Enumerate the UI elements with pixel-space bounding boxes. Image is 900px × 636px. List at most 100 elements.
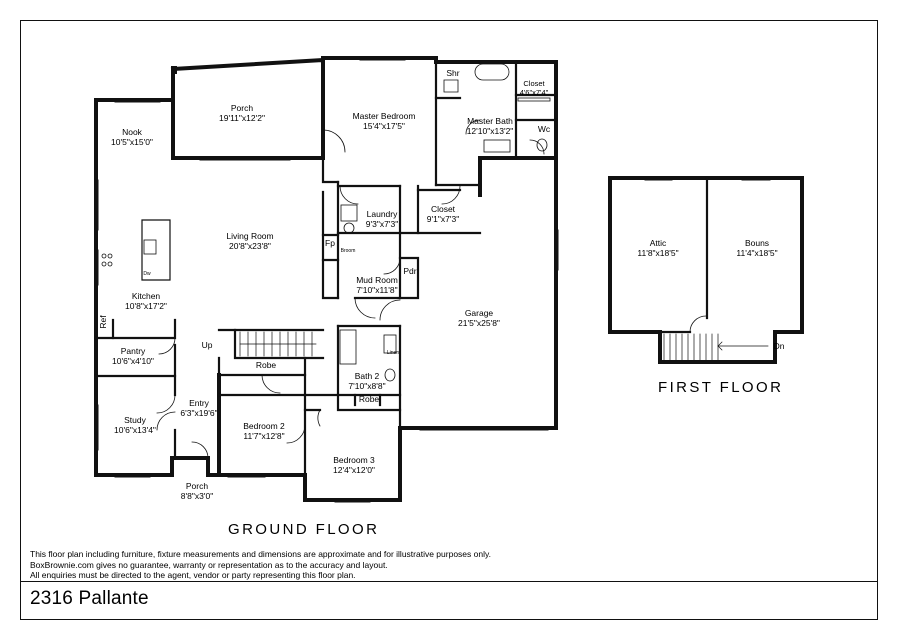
- footer-divider: [20, 581, 878, 582]
- room-kitchen: Kitchen 10'8"x17'2": [125, 291, 167, 311]
- first-floor-stairs: [663, 333, 769, 361]
- room-name: Wc: [537, 124, 551, 134]
- room-dim: 11'7"x12'8": [243, 431, 285, 441]
- room-name: Robe: [358, 394, 380, 404]
- room-closet: Closet 9'1"x7'3": [427, 204, 459, 224]
- room-dim: 11'8"x18'5": [637, 248, 679, 258]
- room-name: Fp: [325, 238, 335, 248]
- room-closet-master: Closet 4'6"x7'4": [520, 79, 549, 97]
- room-dim: 6'3"x19'6": [180, 408, 218, 418]
- sheet-border: [20, 20, 878, 620]
- room-dw: Dw: [143, 271, 150, 277]
- corner-post: [171, 66, 177, 74]
- room-name: Up: [201, 340, 213, 350]
- room-pantry: Pantry 10'6"x4'10": [112, 346, 154, 366]
- room-wc: Wc: [538, 124, 550, 134]
- room-dim: 7'10"x8'8": [348, 381, 386, 391]
- room-name: Porch: [185, 481, 209, 491]
- room-bouns: Bouns 11'4"x18'5": [736, 238, 777, 258]
- room-dim: 9'1"x7'3": [426, 214, 460, 224]
- room-porch-back: Porch 19'11"x12'2": [219, 103, 265, 123]
- room-dim: 21'5"x25'8": [458, 318, 500, 328]
- room-linen: Linen: [387, 350, 399, 356]
- room-name: Master Bedroom: [352, 111, 416, 121]
- room-pdr: Pdr: [403, 266, 416, 276]
- room-name: Closet: [430, 204, 456, 214]
- room-dim: 10'8"x17'2": [125, 301, 167, 311]
- disclaimer-line: BoxBrownie.com gives no guarantee, warra…: [30, 559, 388, 570]
- room-fp: Fp: [325, 238, 335, 248]
- ground-floor-windows: [94, 56, 559, 503]
- disclaimer-text: This floor plan including furniture, fix…: [30, 549, 491, 581]
- room-name: Bath 2: [354, 371, 380, 381]
- room-name: Kitchen: [131, 291, 161, 301]
- property-address: 2316 Pallante: [30, 588, 149, 609]
- room-porch-front: Porch 8'8"x3'0": [181, 481, 213, 501]
- room-name: Garage: [464, 308, 494, 318]
- room-up: Up: [202, 340, 213, 350]
- disclaimer-line: All enquiries must be directed to the ag…: [30, 570, 356, 580]
- ground-floor-title: GROUND FLOOR: [228, 521, 380, 538]
- ground-floor-stairs: [239, 331, 317, 357]
- room-name: Shr: [446, 68, 460, 78]
- room-name: Study: [124, 415, 146, 425]
- room-nook: Nook 10'5"x15'0": [111, 127, 153, 147]
- room-robe-1: Robe: [256, 360, 276, 370]
- room-garage: Garage 21'5"x25'8": [458, 308, 500, 328]
- room-name: Robe: [255, 360, 277, 370]
- room-master-bath: Master Bath 12'10"x13'2": [467, 116, 514, 136]
- room-dim: 15'4"x17'5": [363, 121, 405, 131]
- room-dim: 8'8"x3'0": [180, 491, 214, 501]
- room-dim: 10'6"x4'10": [112, 356, 154, 366]
- room-broom: Broom: [341, 248, 356, 254]
- room-living-room: Living Room 20'8"x23'8": [226, 231, 273, 251]
- room-robe-2: Robe: [359, 394, 379, 404]
- room-dn: Dn: [774, 341, 785, 351]
- room-bath-2: Bath 2 7'10"x8'8": [348, 371, 385, 391]
- room-name: Nook: [122, 127, 142, 137]
- room-name: Closet: [523, 79, 545, 88]
- room-name: Bedroom 3: [333, 455, 375, 465]
- room-name: Porch: [230, 103, 254, 113]
- room-shower: Shr: [446, 68, 459, 78]
- room-dim: 12'4"x12'0": [333, 465, 375, 475]
- room-study: Study 10'6"x13'4": [114, 415, 156, 435]
- room-dim: 9'3"x7'3": [365, 219, 399, 229]
- disclaimer-line: This floor plan including furniture, fix…: [30, 549, 491, 559]
- room-dim: 7'10"x11'8": [356, 285, 398, 295]
- room-name: Pantry: [120, 346, 146, 356]
- room-name: Bouns: [744, 238, 770, 248]
- first-floor-interior-walls: [658, 176, 709, 334]
- room-laundry: Laundry 9'3"x7'3": [366, 209, 398, 229]
- room-mud-room: Mud Room 7'10"x11'8": [356, 275, 398, 295]
- ground-floor-exterior-walls: [94, 56, 558, 502]
- room-name: Mud Room: [356, 275, 398, 285]
- room-dim: 12'10"x13'2": [466, 126, 514, 136]
- ground-floor-interior-walls: [94, 56, 558, 477]
- room-bedroom-2: Bedroom 2 11'7"x12'8": [243, 421, 285, 441]
- room-name: Ref: [98, 315, 108, 329]
- room-name: Pdr: [403, 266, 417, 276]
- room-dim: 11'4"x18'5": [736, 248, 778, 258]
- first-floor-windows: [644, 176, 771, 181]
- room-dim: 10'5"x15'0": [111, 137, 153, 147]
- first-floor-title: FIRST FLOOR: [658, 379, 784, 396]
- ground-floor-doors: [156, 119, 545, 459]
- room-dim: 19'11"x12'2": [219, 113, 265, 123]
- room-name: Attic: [649, 238, 667, 248]
- room-name: Master Bath: [467, 116, 513, 126]
- room-name: Linen: [386, 350, 400, 356]
- ground-floor-fixtures: [101, 63, 551, 382]
- room-bedroom-3: Bedroom 3 12'4"x12'0": [333, 455, 375, 475]
- room-name: Broom: [340, 248, 356, 254]
- room-dim: 10'6"x13'4": [114, 425, 156, 435]
- room-name: Dw: [143, 271, 151, 277]
- room-name: Bedroom 2: [243, 421, 285, 431]
- room-dim: 20'8"x23'8": [229, 241, 271, 251]
- room-name: Laundry: [366, 209, 398, 219]
- room-name: Dn: [773, 341, 785, 351]
- room-name: Living Room: [226, 231, 274, 241]
- room-attic: Attic 11'8"x18'5": [637, 238, 678, 258]
